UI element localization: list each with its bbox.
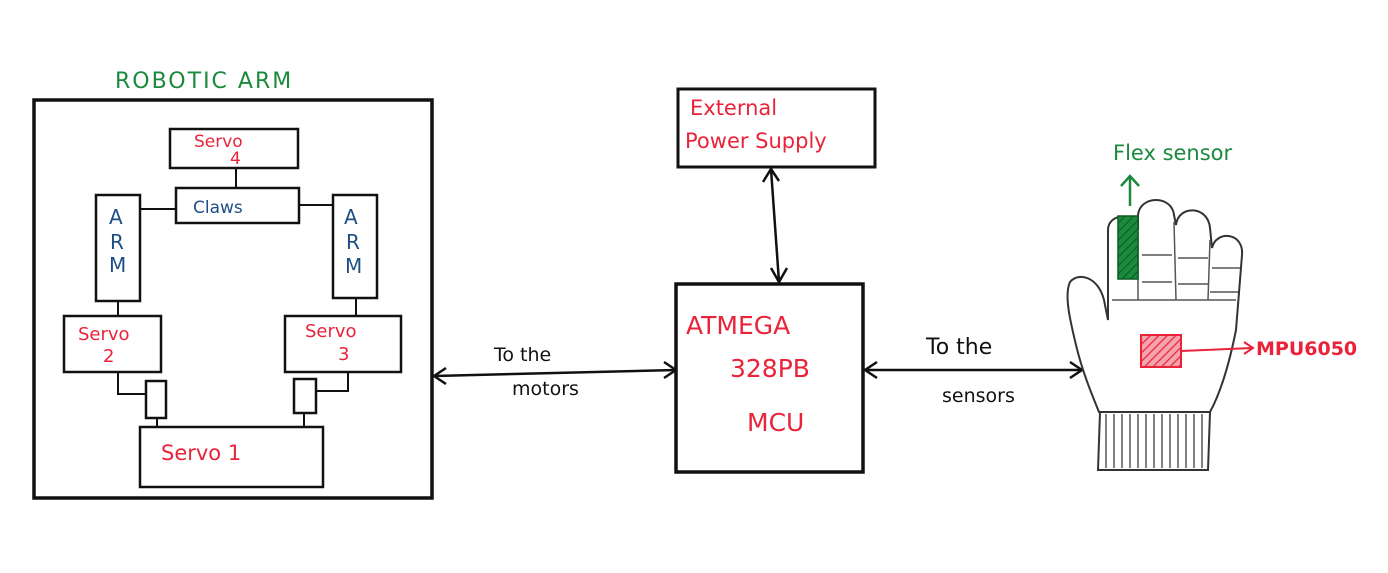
servo1-label: Servo 1	[161, 441, 241, 465]
claws-box: Claws	[174, 186, 301, 225]
servo1-box: Servo 1	[138, 425, 325, 489]
motors-link-label-line1: To the	[493, 344, 551, 366]
servo4-box: Servo 4	[168, 127, 300, 170]
servo3-box: Servo 3	[283, 314, 403, 374]
right-joint-connector	[292, 377, 318, 415]
servo2-label: Servo	[78, 324, 130, 345]
sensors-arrow	[862, 360, 1085, 380]
arm-left-box: A R M	[94, 193, 142, 303]
servo2-number: 2	[103, 346, 114, 367]
power-supply-line2: Power Supply	[685, 129, 827, 153]
robotic-arm-title: ROBOTIC ARM	[115, 69, 293, 94]
mcu-line2: 328PB	[730, 354, 810, 383]
servo3-number: 3	[338, 344, 349, 365]
arm-right-letter-m: M	[345, 254, 362, 278]
power-supply-line1: External	[690, 96, 777, 120]
arm-right-letter-a: A	[344, 205, 358, 229]
flex-sensor-arrow	[1120, 174, 1140, 206]
sensors-link-label-line2: sensors	[942, 385, 1015, 407]
arm-left-letter-m: M	[109, 253, 126, 277]
mcu-box: ATMEGA 328PB MCU	[674, 282, 865, 474]
motors-link-label-line2: motors	[512, 378, 579, 400]
mpu-sensor-icon	[1140, 334, 1182, 368]
arm-left-letter-a: A	[109, 205, 123, 229]
mpu-arrow	[1180, 341, 1255, 355]
flex-sensor-label: Flex sensor	[1113, 141, 1233, 165]
arm-wiring	[117, 168, 357, 427]
power-supply-box: External Power Supply	[676, 87, 877, 169]
mcu-line3: MCU	[747, 408, 804, 437]
servo4-number: 4	[230, 149, 241, 169]
power-arrow	[761, 166, 789, 285]
arm-right-box: A R M	[331, 193, 379, 300]
servo2-box: Servo 2	[62, 314, 163, 374]
servo3-label: Servo	[305, 321, 357, 342]
arm-left-letter-r: R	[110, 230, 124, 254]
flex-sensor-icon	[1117, 215, 1139, 280]
mcu-line1: ATMEGA	[686, 311, 790, 340]
claws-label: Claws	[193, 198, 243, 218]
servo4-label: Servo	[194, 132, 243, 152]
arm-right-letter-r: R	[346, 230, 360, 254]
left-joint-connector	[144, 379, 168, 420]
sensors-link-label-line1: To the	[925, 335, 992, 360]
glove-icon	[1066, 199, 1244, 471]
mpu-label: MPU6050	[1256, 338, 1357, 360]
